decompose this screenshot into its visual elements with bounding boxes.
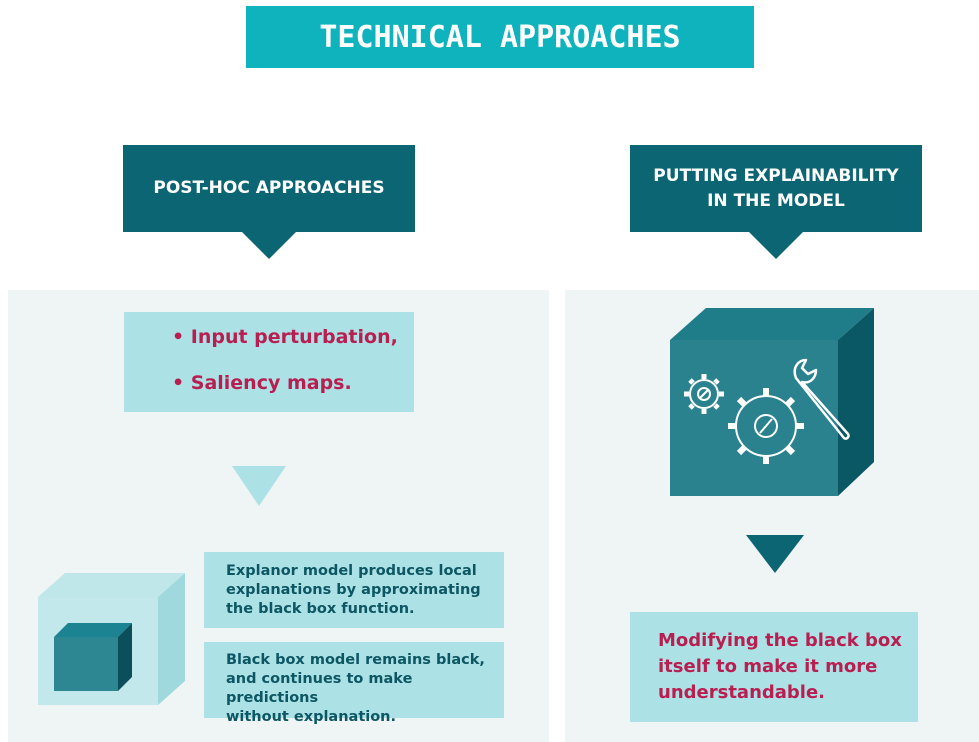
nested-box-icon [38, 573, 185, 705]
explainability-heading-box: PUTTING EXPLAINABILITY IN THE MODEL [630, 145, 922, 232]
result-line-1: Modifying the black box [658, 630, 902, 651]
blackbox-box: Black box model remains black, and conti… [204, 642, 504, 725]
wrench-icon [793, 358, 850, 440]
bullet-input-perturbation: • Input perturbation, [172, 326, 398, 348]
methods-box: • Input perturbation, • Saliency maps. [124, 312, 414, 412]
explanor-box: Explanor model produces local explanatio… [204, 552, 504, 628]
result-line-3: understandable. [658, 682, 826, 703]
down-arrow-dark [746, 535, 804, 573]
post-hoc-heading: POST-HOC APPROACHES [153, 178, 385, 198]
bullet-saliency-maps: • Saliency maps. [172, 372, 352, 394]
post-hoc-heading-box: POST-HOC APPROACHES [123, 145, 415, 232]
explanor-description: Explanor model produces local explanatio… [226, 562, 481, 619]
post-hoc-pointer [241, 231, 297, 259]
page-title: TECHNICAL APPROACHES [319, 19, 681, 55]
explanor-line-3: the black box function. [226, 601, 415, 617]
explanor-line-1: Explanor model produces local [226, 563, 477, 579]
small-gear-icon [684, 374, 724, 414]
explainability-pointer [748, 231, 804, 259]
blackbox-line-3: without explanation. [226, 709, 397, 725]
blackbox-line-2: and continues to make predictions [226, 671, 413, 706]
large-gear-icon [728, 388, 804, 464]
explainability-heading-line-1: PUTTING EXPLAINABILITY [653, 165, 899, 186]
down-arrow-light [232, 466, 286, 506]
result-box: Modifying the black box itself to make i… [630, 612, 918, 722]
explainability-heading-line-2: IN THE MODEL [707, 190, 845, 211]
explanor-line-2: explanations by approximating [226, 582, 481, 598]
title-banner: TECHNICAL APPROACHES [246, 6, 754, 68]
result-description: Modifying the black box itself to make i… [658, 628, 902, 706]
result-line-2: itself to make it more [658, 656, 878, 677]
blackbox-line-1: Black box model remains black, [226, 652, 485, 668]
gear-cube-icon [670, 308, 874, 496]
blackbox-description: Black box model remains black, and conti… [226, 651, 504, 727]
